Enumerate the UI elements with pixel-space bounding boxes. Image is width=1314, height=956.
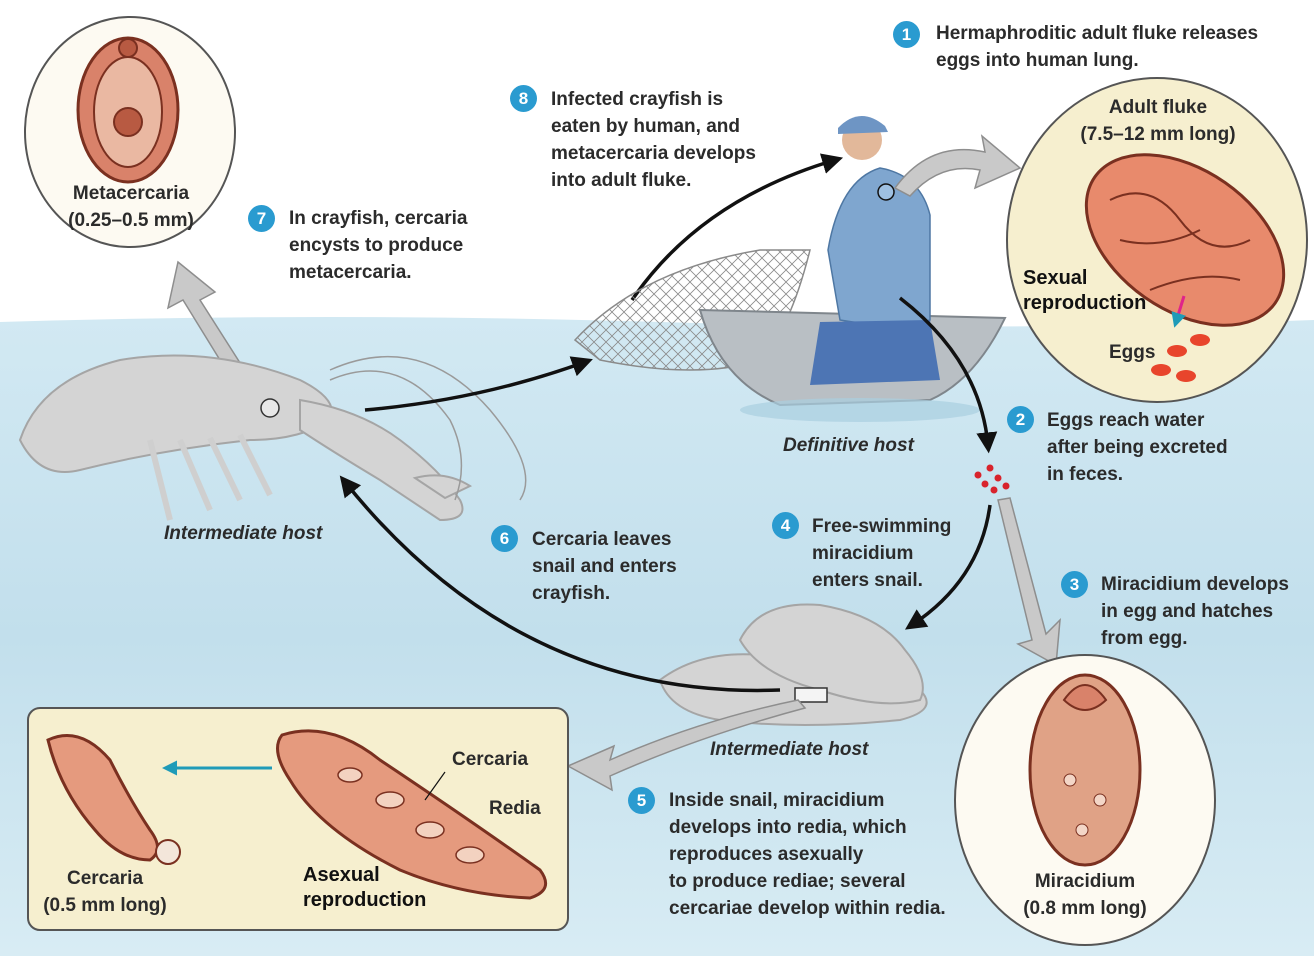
step-2-line: after being excreted: [1047, 434, 1228, 461]
cercaria-label-size: (0.5 mm long): [30, 892, 180, 919]
step-3-text: Miracidium develops in egg and hatches f…: [1101, 571, 1289, 652]
step-1-text: Hermaphroditic adult fluke releases eggs…: [936, 20, 1258, 74]
step-1-line: eggs into human lung.: [936, 47, 1258, 74]
step-8-line: metacercaria develops: [551, 140, 756, 167]
step-4-line: miracidium: [812, 540, 951, 567]
step-8-badge: 8: [510, 85, 537, 112]
step-2-text: Eggs reach water after being excreted in…: [1047, 407, 1228, 488]
step-3-line: Miracidium develops: [1101, 571, 1289, 598]
miracidium-label-size: (0.8 mm long): [1010, 895, 1160, 922]
step-6-text: Cercaria leaves snail and enters crayfis…: [532, 526, 677, 607]
step-7-text: In crayfish, cercaria encysts to produce…: [289, 205, 468, 286]
sexual-reproduction-label: Sexual reproduction: [1023, 266, 1146, 316]
miracidium-label-name: Miracidium: [1010, 868, 1160, 895]
adult-fluke-label-name: Adult fluke: [1063, 94, 1253, 121]
step-6-line: Cercaria leaves: [532, 526, 677, 553]
step-5-line: to produce rediae; several: [669, 868, 946, 895]
step-2-badge: 2: [1007, 406, 1034, 433]
adult-fluke-label-size: (7.5–12 mm long): [1063, 121, 1253, 148]
cercaria-label: Cercaria (0.5 mm long): [30, 865, 180, 919]
step-6-line: snail and enters: [532, 553, 677, 580]
step-1-line: Hermaphroditic adult fluke releases: [936, 20, 1258, 47]
step-8-line: Infected crayfish is: [551, 86, 756, 113]
step-6-line: crayfish.: [532, 580, 677, 607]
step-4-line: enters snail.: [812, 567, 951, 594]
metacercaria-label: Metacercaria (0.25–0.5 mm): [56, 180, 206, 234]
step-4-text: Free-swimming miracidium enters snail.: [812, 513, 951, 594]
metacercaria-label-name: Metacercaria: [56, 180, 206, 207]
asexual-reproduction-word: Asexual: [303, 863, 426, 888]
step-7-line: metacercaria.: [289, 259, 468, 286]
step-5-text: Inside snail, miracidium develops into r…: [669, 787, 946, 922]
step-8-line: into adult fluke.: [551, 167, 756, 194]
step-3-badge: 3: [1061, 571, 1088, 598]
step-2-line: in feces.: [1047, 461, 1228, 488]
sexual-reproduction-word: reproduction: [1023, 291, 1146, 316]
step-5-line: reproduces asexually: [669, 841, 946, 868]
asexual-reproduction-label: Asexual reproduction: [303, 863, 426, 913]
metacercaria-label-size: (0.25–0.5 mm): [56, 207, 206, 234]
step-6-badge: 6: [491, 525, 518, 552]
step-3-line: in egg and hatches: [1101, 598, 1289, 625]
step-4-badge: 4: [772, 512, 799, 539]
step-8-text: Infected crayfish is eaten by human, and…: [551, 86, 756, 194]
redia-label: Redia: [489, 795, 541, 822]
snail-intermediate-host-label: Intermediate host: [710, 736, 868, 763]
miracidium-label: Miracidium (0.8 mm long): [1010, 868, 1160, 922]
crayfish-intermediate-host-label: Intermediate host: [164, 520, 322, 547]
asexual-reproduction-word: reproduction: [303, 888, 426, 913]
step-5-line: develops into redia, which: [669, 814, 946, 841]
step-7-line: encysts to produce: [289, 232, 468, 259]
step-7-badge: 7: [248, 205, 275, 232]
step-1-badge: 1: [893, 21, 920, 48]
adult-fluke-label: Adult fluke (7.5–12 mm long): [1063, 94, 1253, 148]
cercaria-pointer-label: Cercaria: [452, 746, 528, 773]
eggs-label: Eggs: [1109, 339, 1155, 366]
step-4-line: Free-swimming: [812, 513, 951, 540]
cercaria-label-name: Cercaria: [30, 865, 180, 892]
step-8-line: eaten by human, and: [551, 113, 756, 140]
step-5-line: Inside snail, miracidium: [669, 787, 946, 814]
step-7-line: In crayfish, cercaria: [289, 205, 468, 232]
sexual-reproduction-word: Sexual: [1023, 266, 1146, 291]
step-2-line: Eggs reach water: [1047, 407, 1228, 434]
step-5-badge: 5: [628, 787, 655, 814]
definitive-host-label: Definitive host: [783, 432, 914, 459]
step-3-line: from egg.: [1101, 625, 1289, 652]
step-5-line: cercariae develop within redia.: [669, 895, 946, 922]
